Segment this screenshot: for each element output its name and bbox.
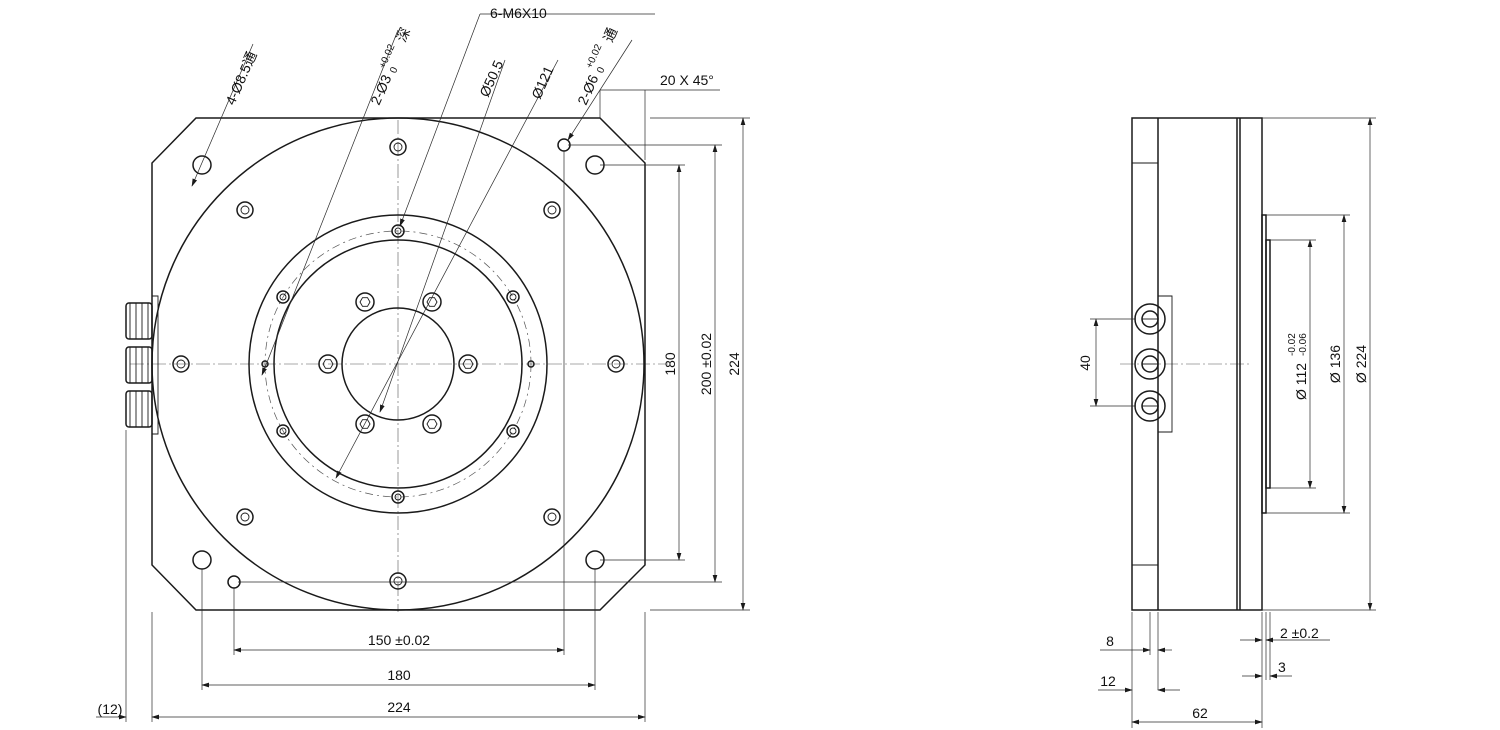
side-pilot <box>1265 239 1271 489</box>
chamfer-label: 20 X 45° <box>660 72 714 88</box>
leader-pin-3 <box>261 29 399 376</box>
dim-h62: 62 <box>1192 705 1208 721</box>
svg-text:-0.06: -0.06 <box>1298 333 1309 356</box>
leader-d121 <box>335 59 559 479</box>
leader-thread <box>399 13 481 227</box>
label-holes-85: 4-Ø8.5通 <box>222 49 260 107</box>
leader-holes-85 <box>191 43 254 187</box>
front-view: 180 200 ±0.02 224 150 ±0.02 180 224 (12)… <box>96 5 750 722</box>
dim-h12: (12) <box>98 701 123 717</box>
dim-h150: 150 ±0.02 <box>368 632 430 648</box>
bolt-circle <box>264 230 532 498</box>
svg-text:+0.02: +0.02 <box>584 42 605 70</box>
label-pin-holes-3: 2-Ø3 +0.02 0 深 <box>367 25 413 107</box>
side-view: 40 Ø 112 -0.02 -0.06 Ø 136 Ø 224 8 1 <box>1077 117 1376 728</box>
svg-text:-0.02: -0.02 <box>1287 333 1298 356</box>
dim-h12-side: 12 <box>1100 673 1116 689</box>
svg-text:2-Ø6: 2-Ø6 <box>574 72 601 107</box>
mounting-hole <box>192 550 212 570</box>
dim-h3: 3 <box>1278 659 1286 675</box>
dim-h8: 8 <box>1106 633 1114 649</box>
mounting-hole <box>192 155 212 175</box>
dim-v180: 180 <box>662 352 678 376</box>
svg-text:2-Ø3: 2-Ø3 <box>367 72 394 107</box>
cable-connectors <box>125 295 159 435</box>
dim-d224: Ø 224 <box>1353 345 1369 383</box>
label-d505: Ø50.5 <box>476 58 506 100</box>
outer-screws <box>172 138 625 590</box>
dim-h224: 224 <box>387 699 411 715</box>
inner-step-circle <box>273 239 523 489</box>
threaded-holes <box>276 224 520 504</box>
svg-text:通: 通 <box>600 25 620 44</box>
dim-h180: 180 <box>387 667 411 683</box>
dim-v224: 224 <box>726 352 742 376</box>
svg-text:Ø 112: Ø 112 <box>1293 363 1309 400</box>
svg-text:+0.02: +0.02 <box>377 42 398 70</box>
label-d121: Ø121 <box>528 63 557 101</box>
dim-d136: Ø 136 <box>1327 345 1343 383</box>
label-thread: 6-M6X10 <box>490 5 547 21</box>
leader-d505 <box>379 59 506 413</box>
dim-v40: 40 <box>1077 355 1093 371</box>
dim-h2: 2 ±0.2 <box>1280 625 1319 641</box>
inner-hex-screws <box>318 292 478 434</box>
dim-v200: 200 ±0.02 <box>698 333 714 395</box>
svg-text:深: 深 <box>393 25 413 44</box>
mounting-holes <box>192 155 605 570</box>
center-bore <box>341 307 455 421</box>
svg-text:0: 0 <box>595 65 607 75</box>
dim-d112: Ø 112 -0.02 -0.06 <box>1287 333 1309 400</box>
base-plate-outline <box>151 117 646 611</box>
flange-circle <box>248 214 548 514</box>
leader-pin-6 <box>567 39 633 141</box>
pin-hole-3 <box>527 360 535 368</box>
svg-text:0: 0 <box>388 65 400 75</box>
